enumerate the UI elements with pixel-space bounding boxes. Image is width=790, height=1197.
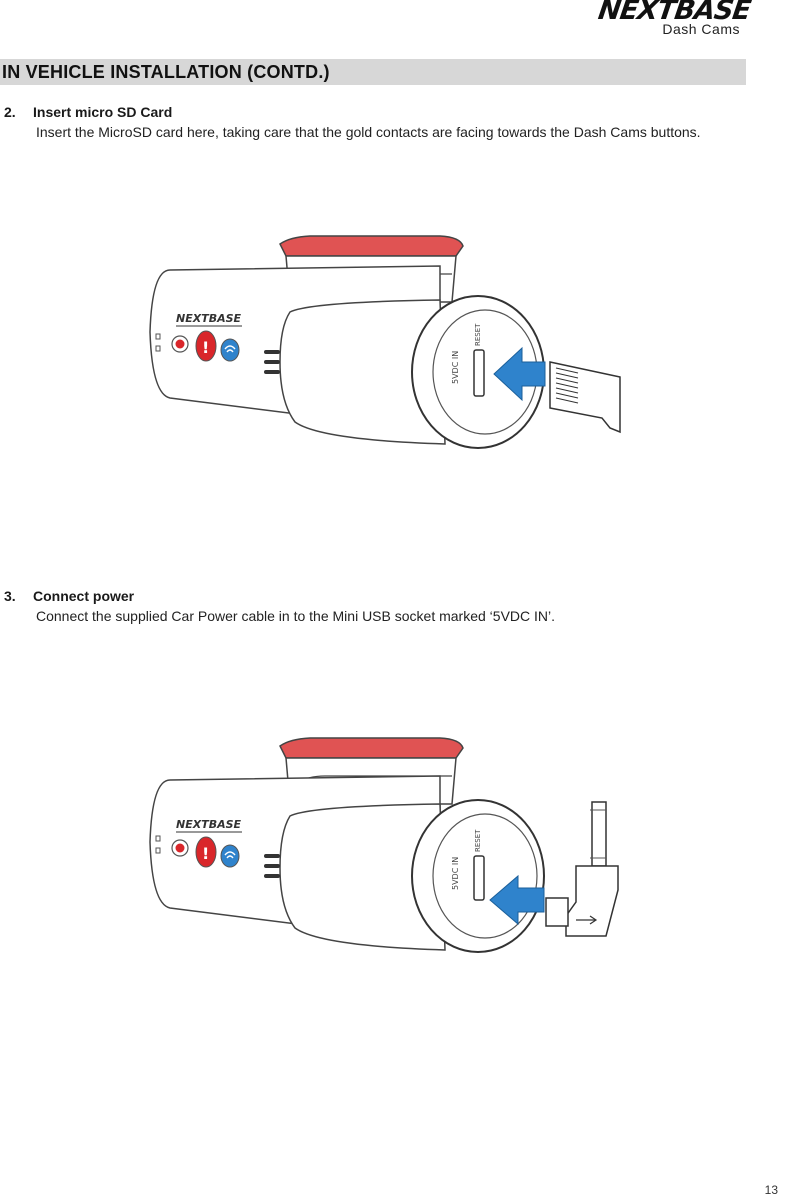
usb-plug-tip — [545, 897, 569, 927]
section-header-bar: IN VEHICLE INSTALLATION (CONTD.) — [0, 59, 746, 85]
camera-logo-text: NEXTBASE — [176, 312, 242, 325]
adhesive-mount-pad — [279, 737, 464, 759]
svg-text:!: ! — [202, 338, 209, 357]
logo-subtext: Dash Cams — [662, 21, 740, 37]
step-description: Insert the MicroSD card here, taking car… — [36, 124, 701, 140]
camera-cylinder — [279, 299, 446, 445]
power-cable — [591, 801, 607, 867]
mini-usb-socket — [473, 855, 485, 901]
port-label-5vdc: 5VDC IN — [451, 857, 460, 890]
svg-text:!: ! — [202, 844, 209, 863]
step-number: 3. — [4, 588, 16, 604]
step-title: Connect power — [33, 588, 135, 604]
page-number: 13 — [764, 1183, 778, 1197]
figure-power-connection: 5VDC IN RESET NEXTBASE ! — [149, 737, 619, 953]
step-heading: 2. Insert micro SD Card — [4, 104, 172, 120]
step-heading: 3. Connect power — [4, 588, 134, 604]
adhesive-mount-pad — [279, 235, 464, 257]
emergency-button — [195, 836, 217, 868]
insertion-arrow — [489, 874, 545, 926]
camera-logo-text: NEXTBASE — [176, 818, 242, 831]
usb-plug-housing — [565, 865, 619, 937]
emergency-button — [195, 330, 217, 362]
micro-sd-card — [549, 361, 621, 434]
sd-card-slot — [473, 349, 485, 397]
step-number: 2. — [4, 104, 16, 120]
section-title: IN VEHICLE INSTALLATION (CONTD.) — [2, 62, 330, 82]
port-label-5vdc: 5VDC IN — [451, 351, 460, 384]
camera-cylinder — [279, 803, 446, 951]
step-description: Connect the supplied Car Power cable in … — [36, 608, 556, 624]
step-title: Insert micro SD Card — [33, 104, 173, 120]
figure-sd-card-insertion: 5VDC IN RESET NEXTBASE ! — [149, 235, 621, 449]
port-label-reset: RESET — [474, 323, 482, 346]
usb-icon — [576, 915, 598, 925]
nextbase-logo: NEXTBASE Dash Cams — [522, 0, 752, 40]
port-label-reset: RESET — [474, 829, 482, 852]
insertion-arrow — [493, 346, 546, 402]
